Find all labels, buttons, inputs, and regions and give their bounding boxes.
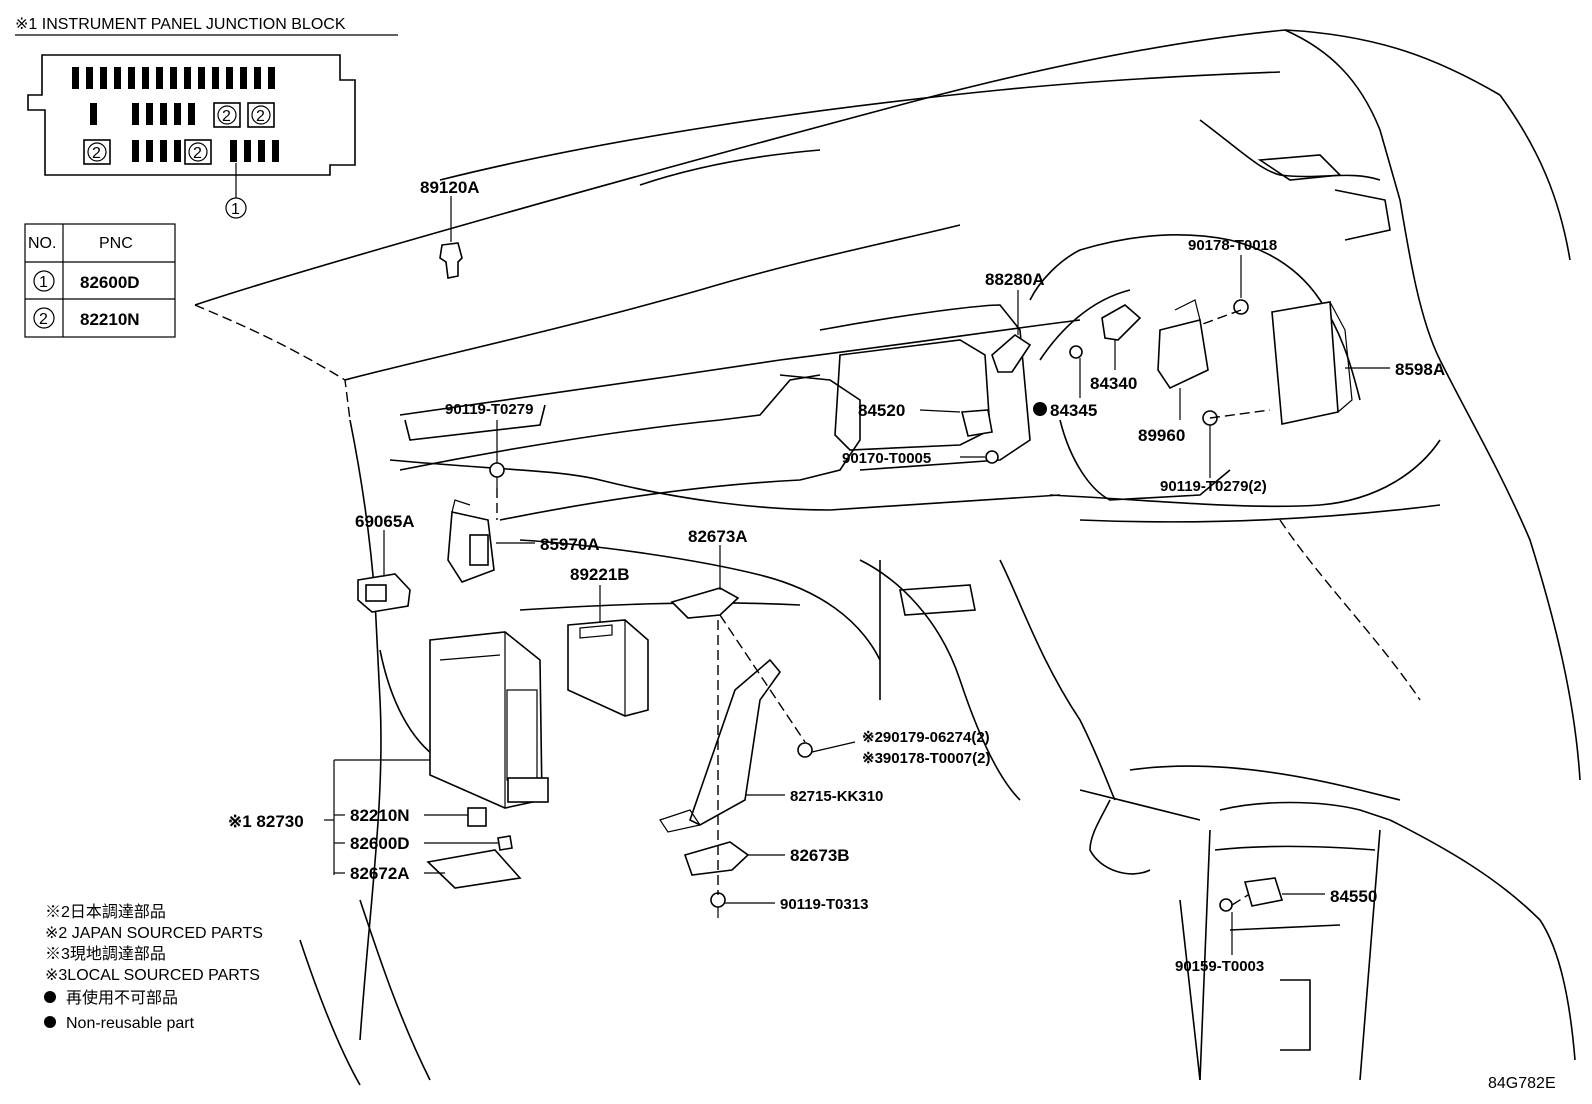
junction-block-title: ※1 INSTRUMENT PANEL JUNCTION BLOCK <box>15 16 346 33</box>
label-82673B[interactable]: 82673B <box>790 846 850 865</box>
label-8598A[interactable]: 8598A <box>1395 360 1445 379</box>
part-labels: 89120A 90119-T0279 69065A 85970A 89221B … <box>228 178 1445 975</box>
svg-text:2: 2 <box>92 145 101 162</box>
label-82672A[interactable]: 82672A <box>350 864 410 883</box>
label-89960[interactable]: 89960 <box>1138 426 1185 445</box>
part-90119-T0279-bolt[interactable] <box>489 462 505 488</box>
part-89960-module[interactable] <box>1157 299 1209 390</box>
part-90179-06274-nut[interactable] <box>797 742 813 758</box>
leader-lines <box>324 255 1390 955</box>
part-82210N-fuse[interactable] <box>467 807 487 827</box>
part-8598A-module[interactable] <box>1271 301 1353 425</box>
label-90178-T0007[interactable]: ※390178-T0007(2) <box>862 750 990 767</box>
part-82672A-cover[interactable] <box>426 849 522 889</box>
legend-dot-2 <box>44 1016 56 1028</box>
non-reusable-marker <box>1033 402 1047 416</box>
label-82715-KK310[interactable]: 82715-KK310 <box>790 788 883 805</box>
svg-text:2: 2 <box>39 311 48 328</box>
part-82730-junction-block[interactable] <box>429 631 549 809</box>
part-88280A-relay[interactable] <box>991 290 1032 373</box>
part-84520-switch[interactable] <box>960 409 993 437</box>
fuse-row-middle: 2 2 <box>90 102 275 128</box>
pnc-header-pnc: PNC <box>99 235 133 252</box>
part-82673A-bracket[interactable] <box>670 587 740 619</box>
svg-text:2: 2 <box>222 108 231 125</box>
label-90170-T0005[interactable]: 90170-T0005 <box>842 450 931 467</box>
legend-line-1: ※2日本調達部品 <box>45 903 166 921</box>
pnc-row-1-value: 82600D <box>80 273 140 292</box>
label-84550[interactable]: 84550 <box>1330 887 1377 906</box>
label-82673A[interactable]: 82673A <box>688 527 748 546</box>
svg-text:2: 2 <box>193 145 202 162</box>
label-84345[interactable]: 84345 <box>1050 401 1097 420</box>
label-89120A[interactable]: 89120A <box>420 178 480 197</box>
dashboard-outline <box>194 29 1581 1086</box>
part-69065A-switch[interactable] <box>357 530 411 613</box>
label-85970A[interactable]: 85970A <box>540 535 600 554</box>
svg-text:1: 1 <box>231 201 240 218</box>
label-89221B[interactable]: 89221B <box>570 565 630 584</box>
label-90159-T0003[interactable]: 90159-T0003 <box>1175 958 1264 975</box>
label-90119-T0279[interactable]: 90119-T0279 <box>445 401 533 418</box>
part-90170-T0005-nut[interactable] <box>985 450 999 464</box>
label-84520[interactable]: 84520 <box>858 401 905 420</box>
label-90179-06274[interactable]: ※290179-06274(2) <box>862 729 990 746</box>
label-90119-T0313[interactable]: 90119-T0313 <box>780 896 868 913</box>
part-82715-KK310-brace[interactable] <box>659 658 782 833</box>
part-89221B-ecu[interactable] <box>567 585 649 717</box>
callout-1-circle <box>225 197 247 219</box>
part-90119-T0313-bolt[interactable] <box>710 892 726 918</box>
part-84340-switch[interactable] <box>1101 304 1142 341</box>
label-82210N[interactable]: 82210N <box>350 806 410 825</box>
label-82600D[interactable]: 82600D <box>350 834 410 853</box>
pnc-table: NO. PNC 1 82600D 2 82210N <box>24 223 176 338</box>
legend-line-4: ※3LOCAL SOURCED PARTS <box>45 967 260 984</box>
pnc-header-no: NO. <box>28 235 56 252</box>
legend-line-3: ※3現地調達部品 <box>45 945 166 963</box>
label-84340[interactable]: 84340 <box>1090 374 1137 393</box>
legend: ※2日本調達部品 ※2 JAPAN SOURCED PARTS ※3現地調達部品… <box>44 903 263 1032</box>
svg-text:2: 2 <box>256 108 265 125</box>
part-82600D-fuse[interactable] <box>497 835 513 851</box>
part-84550-switch[interactable] <box>1243 877 1284 907</box>
part-82673B-bracket[interactable] <box>683 841 750 876</box>
fuse-row-bottom: 2 2 <box>83 139 279 165</box>
label-88280A[interactable]: 88280A <box>985 270 1045 289</box>
label-90178-T0018[interactable]: 90178-T0018 <box>1188 237 1277 254</box>
label-82730[interactable]: ※1 82730 <box>228 812 304 831</box>
part-84345-nut[interactable] <box>1069 345 1083 359</box>
legend-line-5: 再使用不可部品 <box>66 989 178 1007</box>
label-69065A[interactable]: 69065A <box>355 512 415 531</box>
legend-line-6: Non-reusable part <box>66 1015 195 1032</box>
legend-line-2: ※2 JAPAN SOURCED PARTS <box>45 925 263 942</box>
diagram-id: 84G782E <box>1488 1075 1556 1092</box>
part-89120A-clip[interactable] <box>439 196 463 279</box>
fuse-row-top <box>72 67 275 89</box>
part-85970A-relay[interactable] <box>447 499 495 583</box>
pnc-row-2-value: 82210N <box>80 310 140 329</box>
label-90119-T0279-2[interactable]: 90119-T0279(2) <box>1160 478 1267 495</box>
junction-block-inset: ※1 INSTRUMENT PANEL JUNCTION BLOCK 2 2 2 <box>15 16 398 219</box>
part-90178-T0018-nut[interactable] <box>1233 299 1249 315</box>
svg-text:1: 1 <box>39 274 48 291</box>
part-90159-T0003-screw[interactable] <box>1219 898 1233 912</box>
legend-dot-1 <box>44 991 56 1003</box>
